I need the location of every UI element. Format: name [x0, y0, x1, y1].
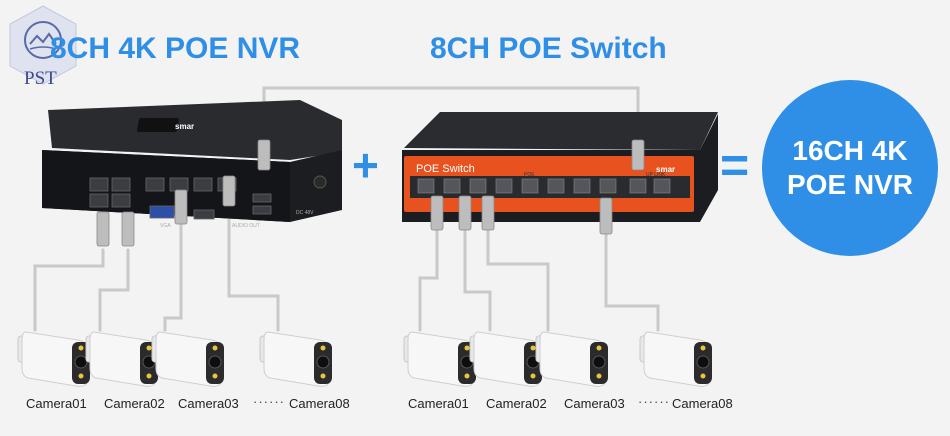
rj45-plug-icon [96, 211, 110, 247]
switch-panel-label: POE Switch [416, 163, 475, 175]
switch-uplink-label: UP LINK [646, 172, 666, 178]
nvr-device [42, 100, 342, 222]
cable-cam3-left [163, 222, 183, 332]
rj45-plug-icon [257, 139, 271, 171]
camera-label-right-8: Camera08 [672, 396, 733, 411]
camera-label-left-8: Camera08 [289, 396, 350, 411]
rj45-plug-icon [599, 197, 613, 235]
result-line-1: 16CH 4K [792, 135, 908, 166]
connector-group [96, 139, 645, 247]
cable-cam1-right [418, 228, 439, 332]
camera-label-right-2: Camera02 [486, 396, 547, 411]
switch-brand-label: smar [656, 165, 675, 174]
nvr-vga-label: VGA [160, 223, 171, 229]
rj45-plug-icon [631, 139, 645, 171]
result-badge: 16CH 4K POE NVR [762, 80, 938, 256]
cable-cam2-right [463, 228, 492, 332]
equals-sign: = [720, 137, 750, 193]
rj45-plug-icon [458, 195, 472, 231]
camera-group-right [403, 331, 713, 387]
cable-cam3-right [486, 228, 550, 332]
camera-icon [469, 331, 543, 387]
cable-cam8-right [604, 233, 660, 332]
rj45-plug-icon [121, 211, 135, 247]
nvr-title: 8CH 4K POE NVR [50, 32, 301, 65]
camera-group-left [17, 331, 333, 387]
camera-label-left-2: Camera02 [104, 396, 165, 411]
nvr-brand-label: smar [175, 122, 194, 131]
camera-icon [85, 331, 159, 387]
result-line-2: POE NVR [786, 169, 914, 200]
camera-label-right-1: Camera01 [408, 396, 469, 411]
switch-poe-label: POE [524, 172, 535, 178]
camera-label-left-3: Camera03 [178, 396, 239, 411]
cable-cam2-left [98, 248, 130, 332]
rj45-plug-icon [222, 175, 236, 207]
camera-icon [17, 331, 91, 387]
plus-sign: + [352, 139, 379, 191]
rj45-plug-icon [481, 195, 495, 231]
camera-icon [639, 331, 713, 387]
ellipsis-right: ······ [638, 394, 670, 409]
switch-title: 8CH POE Switch [430, 32, 667, 65]
nvr-audio-label: AUDIO OUT [232, 223, 260, 229]
ellipsis-left: ······ [253, 394, 285, 409]
watermark-text: PST [24, 68, 57, 89]
camera-icon [151, 331, 225, 387]
nvr-power-label: DC 48V [296, 210, 314, 216]
camera-label-left-1: Camera01 [26, 396, 87, 411]
camera-icon [403, 331, 477, 387]
rj45-plug-icon [430, 195, 444, 231]
camera-icon [259, 331, 333, 387]
watermark-logo-icon [9, 5, 77, 85]
cable-cam1-left [33, 248, 105, 332]
camera-label-right-3: Camera03 [564, 396, 625, 411]
cable-cam8-left [227, 200, 280, 332]
rj45-plug-icon [174, 189, 188, 225]
camera-icon [535, 331, 609, 387]
